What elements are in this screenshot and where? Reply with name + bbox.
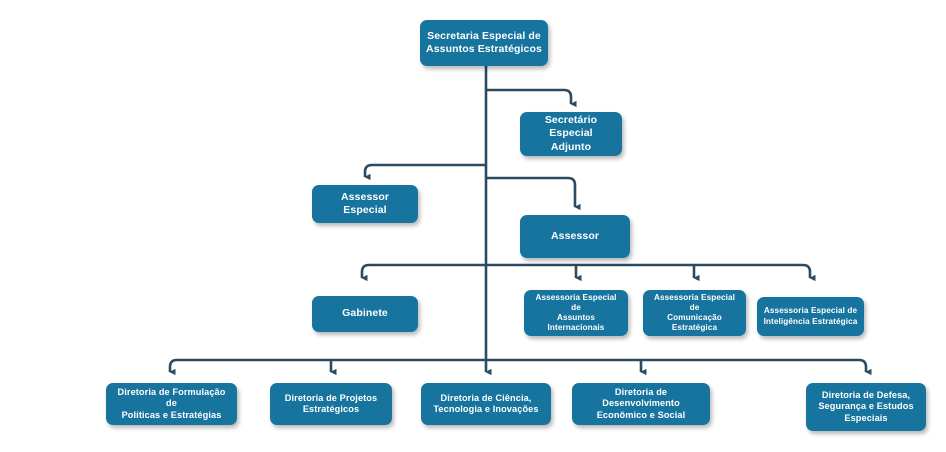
node-label-line2: Segurança e Estudos (818, 401, 914, 412)
node-secretario-especial-adjunto[interactable]: Secretário Especial Adjunto (520, 112, 622, 156)
node-label-line1: Assessor Especial (340, 190, 390, 216)
node-assessoria-especial-inteligencia-estrategica[interactable]: Assessoria Especial de Inteligência Estr… (757, 297, 864, 336)
node-label-line1: Diretoria de Defesa, (821, 389, 911, 400)
node-label-line2: Assuntos (556, 313, 596, 322)
node-label-line1: Diretoria de Projetos (284, 392, 378, 403)
node-label-line1: Diretoria de Desenvolvimento (602, 386, 680, 409)
node-diretoria-projetos-estrategicos[interactable]: Diretoria de Projetos Estratégicos (270, 383, 392, 425)
node-label-line1: Assessoria Especial de (535, 292, 617, 312)
connector-bar-level3-right-corner (802, 263, 816, 282)
node-assessor[interactable]: Assessor (520, 215, 630, 258)
node-label-line3: Estratégica (671, 323, 718, 333)
node-diretoria-desenvolvimento-economico-social[interactable]: Diretoria de Desenvolvimento Econômico e… (572, 383, 710, 425)
node-label-line2: Políticas e Estratégias (121, 409, 222, 420)
node-assessor-especial[interactable]: Assessor Especial (312, 185, 418, 223)
node-label-line1: Diretoria de Formulação de (117, 386, 226, 409)
node-label-line1: Assessoria Especial de (763, 306, 858, 316)
node-diretoria-formulacao-politicas-estrategias[interactable]: Diretoria de Formulação de Políticas e E… (106, 383, 237, 425)
connector-to-adjunto (486, 88, 577, 108)
node-label-line2: Adjunto (550, 140, 592, 153)
node-label-line1: Gabinete (342, 307, 388, 320)
node-gabinete[interactable]: Gabinete (312, 296, 418, 332)
node-label-line1: Assessoria Especial de (653, 292, 736, 312)
node-assessoria-especial-comunicacao-estrategica[interactable]: Assessoria Especial de Comunicação Estra… (643, 290, 746, 336)
node-diretoria-ciencia-tecnologia-inovacoes[interactable]: Diretoria de Ciência, Tecnologia e Inova… (421, 383, 551, 425)
node-assessoria-especial-assuntos-internacionais[interactable]: Assessoria Especial de Assuntos Internac… (524, 290, 628, 336)
node-label-line2: Inteligência Estratégica (763, 316, 858, 326)
node-secretaria-especial-assuntos-estrategicos[interactable]: Secretaria Especial de Assuntos Estratég… (420, 20, 548, 66)
connector-bar-level4-left-corner (168, 358, 178, 376)
connector-bar-level3-left-corner (360, 263, 370, 282)
node-label-line1: Secretaria Especial de (427, 29, 541, 42)
node-label-line1: Secretário Especial (544, 114, 598, 140)
node-label-line1: Diretoria de Ciência, (440, 392, 532, 403)
connector-bar-level4-right-corner (858, 358, 872, 376)
connector-to-assessor (486, 176, 581, 211)
node-label-line3: Especiais (844, 412, 888, 423)
node-label-line2: Econômico e Social (596, 409, 686, 420)
node-label-line2: Comunicação (667, 313, 722, 322)
node-label-line1: Assessor (550, 229, 600, 242)
node-label-line3: Internacionais (547, 323, 605, 333)
connector-to-assessor-especial (363, 163, 486, 181)
node-diretoria-defesa-seguranca-estudos-especiais[interactable]: Diretoria de Defesa, Segurança e Estudos… (806, 383, 926, 431)
node-label-line2: Tecnologia e Inovações (433, 404, 539, 414)
node-label-line2: Estratégicos (302, 404, 360, 414)
node-label-line2: Assuntos Estratégicos (426, 43, 542, 55)
